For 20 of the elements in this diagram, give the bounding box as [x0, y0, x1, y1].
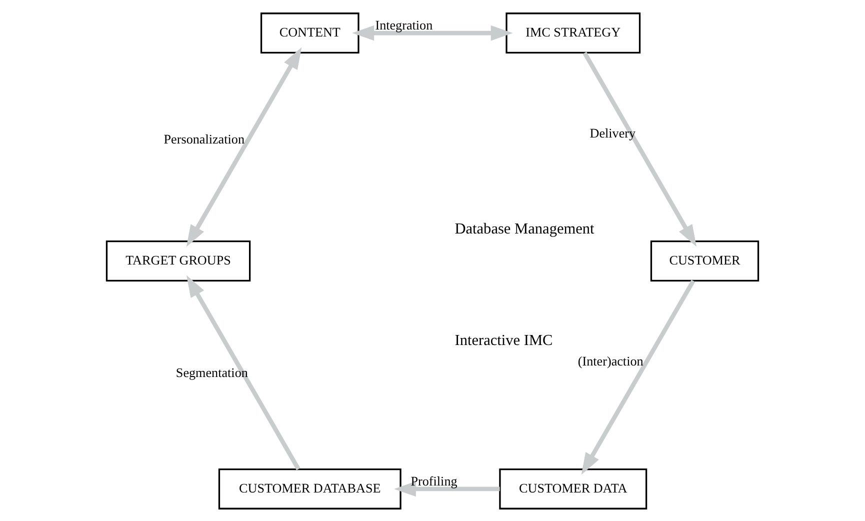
- arrow: [352, 24, 513, 40]
- label: Interactive IMC: [454, 331, 553, 348]
- arrow: [582, 51, 697, 246]
- edge-label: Delivery: [590, 125, 636, 140]
- label: Database Management: [454, 220, 594, 237]
- edge-label: Segmentation: [176, 364, 248, 380]
- arrow: [186, 274, 300, 470]
- edge-label: Profiling: [410, 472, 458, 488]
- edge-label: (Inter)action: [578, 352, 644, 368]
- arrow: [581, 279, 696, 474]
- edge-label: Integration: [375, 16, 433, 32]
- edge-label: Personalization: [164, 130, 245, 146]
- node-box: CUSTOMER DATA: [499, 468, 648, 509]
- node-box: CUSTOMER DATABASE: [218, 468, 402, 509]
- arrow: [186, 46, 302, 246]
- node-box: CUSTOMER: [650, 240, 760, 281]
- node-box: CONTENT: [260, 12, 360, 53]
- node-box: IMC STRATEGY: [506, 12, 641, 53]
- node-box: TARGET GROUPS: [106, 240, 251, 281]
- arrow: [394, 480, 500, 496]
